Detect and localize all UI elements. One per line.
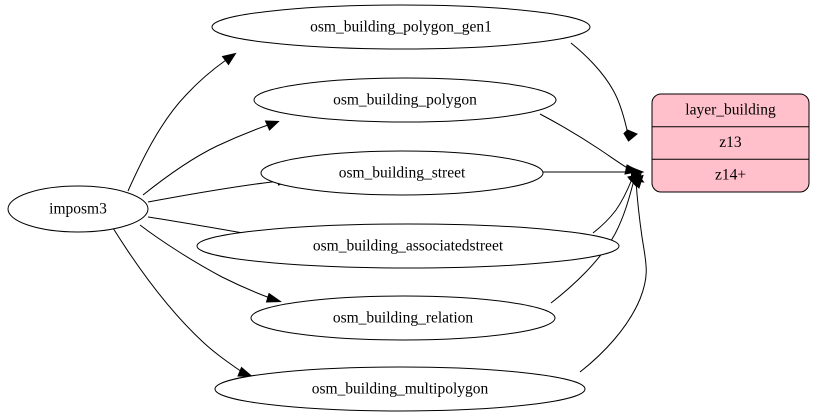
node-osm_building_street-shape[interactable]: [260, 150, 544, 196]
node-osm_building_relation[interactable]: osm_building_relation: [250, 295, 556, 341]
node-osm_building_polygon_gen1-shape[interactable]: [211, 4, 591, 50]
node-imposm3[interactable]: imposm3: [7, 185, 149, 233]
node-osm_building_relation-shape[interactable]: [250, 295, 556, 341]
node-layer_building[interactable]: layer_building z13 z14+: [651, 93, 810, 193]
node-imposm3-label: imposm3: [49, 201, 107, 218]
node-osm_building_associatedstreet-shape[interactable]: [196, 223, 620, 269]
node-osm_building_street[interactable]: osm_building_street: [260, 150, 544, 196]
node-osm_building_relation-label: osm_building_relation: [333, 310, 474, 327]
edge-osm_building_polygon-to-layer_building_z14: [539, 113, 641, 175]
node-osm_building_multipolygon[interactable]: osm_building_multipolygon: [214, 366, 586, 412]
edge-osm_building_street-to-layer_building_z14: [543, 166, 645, 178]
node-osm_building_multipolygon-shape[interactable]: [214, 366, 586, 412]
node-osm_building_associatedstreet-label: osm_building_associatedstreet: [313, 238, 504, 255]
node-osm_building_street-label: osm_building_street: [339, 165, 466, 182]
edge-imposm3-to-osm_building_polygon_gen1: [127, 52, 237, 192]
layer_building-row-z14: z14+: [715, 167, 746, 184]
node-osm_building_polygon_gen1-label: osm_building_polygon_gen1: [310, 19, 492, 36]
edge-imposm3-to-osm_building_multipolygon: [112, 227, 254, 378]
node-osm_building_polygon_gen1[interactable]: osm_building_polygon_gen1: [211, 4, 591, 50]
node-osm_building_multipolygon-label: osm_building_multipolygon: [312, 381, 489, 398]
edge-group-tables-to-layer: [539, 42, 647, 373]
edge-imposm3-to-osm_building_polygon: [142, 120, 280, 196]
node-osm_building_associatedstreet[interactable]: osm_building_associatedstreet: [196, 223, 620, 269]
layer_building-row-z13: z13: [719, 134, 742, 151]
node-imposm3-shape[interactable]: [7, 185, 149, 233]
node-osm_building_polygon[interactable]: osm_building_polygon: [253, 77, 557, 123]
edge-osm_building_polygon_gen1-to-layer_building_z13: [570, 42, 638, 142]
node-layer_building-shape[interactable]: [651, 93, 810, 193]
edge-imposm3-to-osm_building_relation: [139, 224, 283, 303]
layer_building-row-title: layer_building: [685, 102, 776, 119]
node-osm_building_polygon-label: osm_building_polygon: [333, 92, 477, 109]
edge-osm_building_multipolygon-to-layer_building_z14: [579, 175, 647, 373]
node-osm_building_polygon-shape[interactable]: [253, 77, 557, 123]
